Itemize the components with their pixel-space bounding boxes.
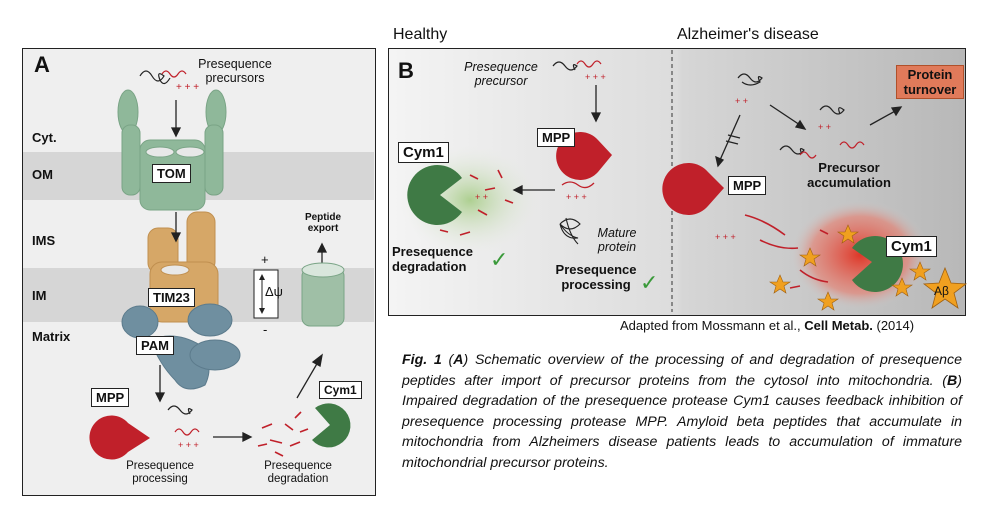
mature-protein-label: Mature protein: [597, 226, 637, 254]
layer-label-ims: IMS: [32, 233, 56, 248]
peptide-export-channel: [301, 262, 345, 327]
attribution: Adapted from Mossmann et al., Cell Metab…: [620, 318, 914, 333]
caption-fig-label: Fig. 1: [402, 352, 442, 368]
membrane-potential-box: [253, 269, 279, 319]
healthy-heading: Healthy: [393, 26, 448, 43]
caption-a-letter: A: [453, 352, 464, 368]
pam-complex: [121, 303, 241, 390]
fragments-ad: [744, 214, 829, 289]
processing-label-a: Presequence processing: [126, 460, 194, 485]
degradation-label-a: Presequence degradation: [264, 460, 332, 485]
presequence-processing-label-b: Presequence processing: [555, 262, 637, 292]
caption-b-letter: B: [947, 372, 958, 389]
abeta-label: Aβ: [934, 284, 949, 298]
fragments-b-healthy: [439, 169, 514, 236]
svg-text:+ + +: + + +: [585, 72, 606, 82]
abeta-star: [922, 266, 968, 309]
tom-label: TOM: [152, 164, 191, 183]
tim23-label: TIM23: [148, 288, 195, 307]
potential-plus: +: [261, 252, 269, 267]
precursor-squiggle-a: [139, 70, 187, 85]
cym1-label-b-ad: Cym1: [886, 236, 937, 257]
presequence-degradation-label-b: Presequence degradation: [392, 244, 473, 274]
presequence-precursors-label: Presequence precursors: [198, 57, 272, 85]
potential-minus: -: [263, 322, 268, 337]
mpp-enzyme-b-ad: [662, 163, 724, 216]
svg-text:+ +: + +: [818, 122, 831, 132]
tom-complex: [117, 89, 227, 211]
mpp-label-b-healthy: MPP: [537, 128, 576, 147]
figure-caption: Fig. 1 (A) Schematic overview of the pro…: [402, 350, 962, 474]
svg-text:+ + +: + + +: [178, 440, 199, 450]
layer-label-om: OM: [32, 167, 53, 182]
layer-label-matrix: Matrix: [32, 329, 71, 344]
panel-b-letter: B: [398, 58, 414, 83]
cym1-enzyme-b-healthy: [407, 165, 462, 225]
protein-turnover-box: Protein turnover: [896, 65, 964, 99]
svg-text:+ + +: + + +: [176, 82, 199, 93]
attribution-prefix: Adapted from Mossmann et al.,: [620, 318, 805, 333]
presequence-precursor-label: Presequence precursor: [464, 60, 538, 88]
precursor-accumulation-label: Precursor accumulation: [807, 160, 891, 190]
delta-psi-label: Δψ: [265, 284, 283, 299]
svg-text:+ + +: + + +: [715, 232, 736, 242]
pam-label: PAM: [136, 336, 174, 355]
svg-text:+ +: + +: [735, 96, 748, 106]
caption-part: ) Impaired degradation of the presequenc…: [402, 372, 962, 471]
mature-protein-tangle: [559, 217, 581, 245]
attribution-journal: Cell Metab.: [804, 318, 873, 333]
mpp-enzyme-a: [89, 415, 150, 460]
cym1-enzyme-a: [312, 403, 351, 448]
caption-part: (: [441, 352, 454, 368]
attribution-year: (2014): [872, 318, 915, 333]
mpp-label-a: MPP: [91, 388, 130, 407]
precursor-squiggle-b: [552, 60, 602, 71]
degradation-check-icon: ✓: [490, 247, 509, 272]
precursor-squiggle-mpp: [167, 405, 200, 436]
peptide-export-label: Peptide export: [304, 212, 342, 234]
svg-text:+ + +: + + +: [566, 192, 587, 202]
degraded-fragments-a: [257, 411, 309, 457]
layer-label-im: IM: [32, 288, 47, 303]
alzheimers-heading: Alzheimer's disease: [677, 26, 819, 43]
amyloid-stars: [769, 224, 931, 311]
mpp-label-b-ad: MPP: [728, 176, 767, 195]
svg-text:+ +: + +: [475, 192, 488, 202]
panel-a-letter: A: [34, 52, 50, 77]
processing-check-icon: ✓: [640, 270, 659, 295]
cym1-label-a: Cym1: [319, 381, 362, 399]
cym1-label-b-healthy: Cym1: [398, 142, 449, 163]
layer-label-cyt: Cyt.: [32, 130, 57, 145]
caption-part: ) Schematic overview of the processing o…: [402, 352, 962, 389]
precursor-cluster-ad: [737, 73, 865, 159]
panel-b-arrows: [512, 85, 903, 196]
